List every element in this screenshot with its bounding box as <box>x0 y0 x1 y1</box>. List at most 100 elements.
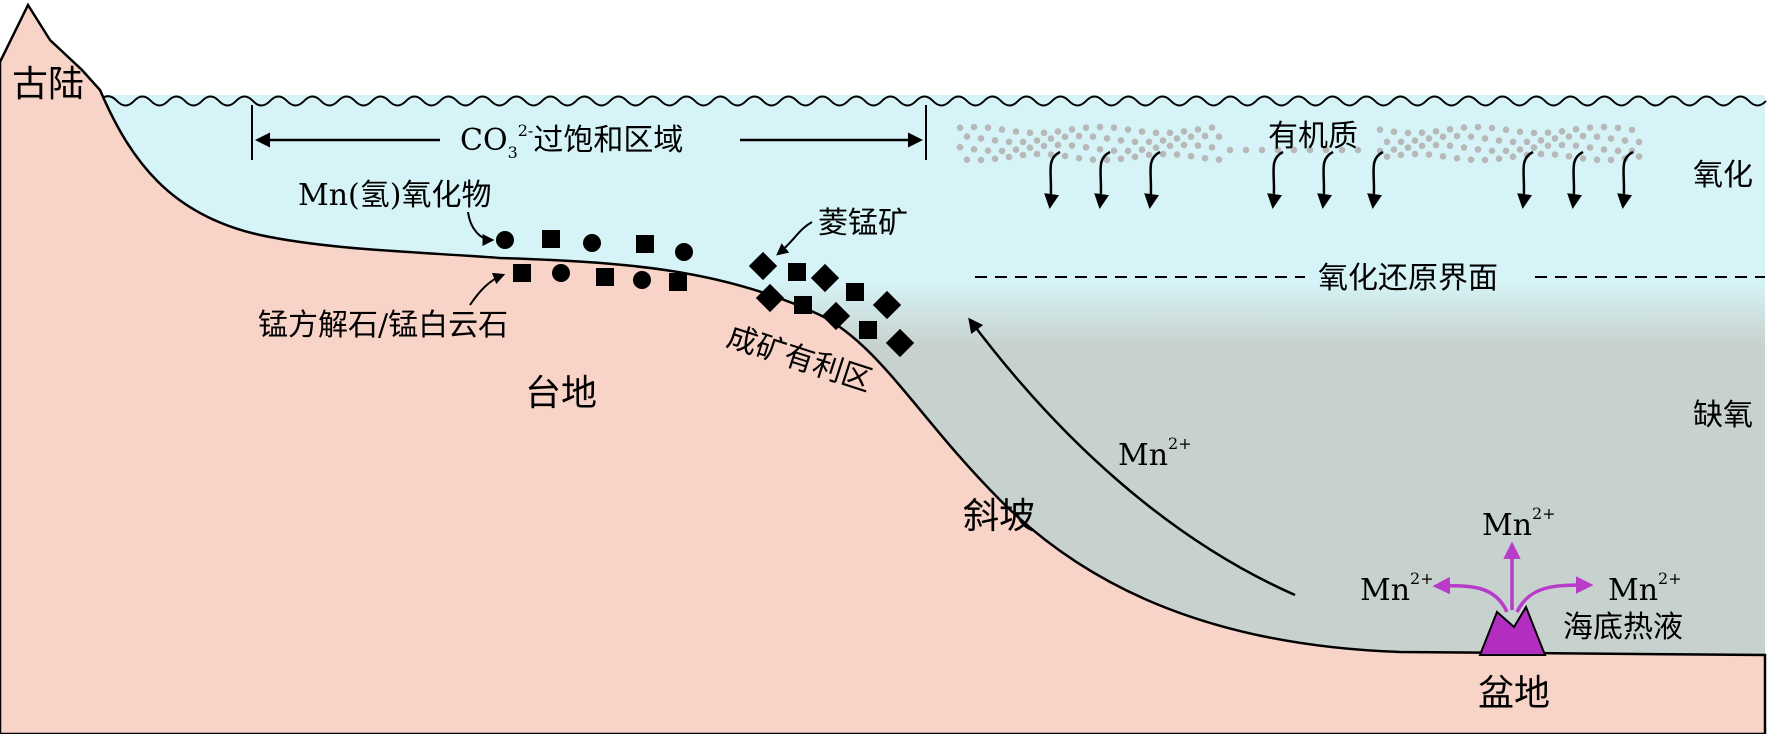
organic-particle <box>1530 129 1538 137</box>
organic-matter-label: 有机质 <box>1268 119 1358 154</box>
organic-particle <box>1523 138 1531 146</box>
organic-particle <box>1096 123 1104 131</box>
sinking-arrow <box>1317 150 1334 209</box>
organic-particle <box>977 156 985 164</box>
ancient-land-label: 古陆 <box>12 64 84 105</box>
organic-particle <box>1418 142 1426 150</box>
sinking-arrow <box>1044 150 1061 209</box>
organic-particle <box>1159 137 1167 144</box>
organic-particle <box>1411 150 1419 158</box>
organic-particle <box>1166 129 1174 137</box>
organic-particle <box>1614 124 1622 132</box>
organic-particle <box>956 124 964 131</box>
organic-particle <box>1425 151 1433 158</box>
organic-particle <box>991 137 999 144</box>
organic-particle <box>1290 146 1298 154</box>
organic-particle <box>1110 124 1118 131</box>
organic-particle <box>1621 137 1629 144</box>
organic-particle <box>1138 146 1146 153</box>
organic-particle <box>1551 151 1559 158</box>
organic-particle <box>1061 152 1069 160</box>
mn-oxide-marker <box>496 231 514 249</box>
organic-particle <box>1180 128 1188 135</box>
organic-particle <box>1131 138 1139 146</box>
organic-particle <box>956 143 964 151</box>
anoxic-label: 缺氧 <box>1693 398 1753 433</box>
organic-particle <box>1376 126 1384 133</box>
organic-particle <box>1026 144 1034 151</box>
organic-particle <box>1103 135 1111 142</box>
organic-particle <box>1005 153 1013 161</box>
carbonate-leader <box>469 272 506 306</box>
organic-particle <box>1614 147 1622 155</box>
organic-particle <box>1208 124 1216 131</box>
organic-particle <box>1019 138 1027 146</box>
organic-particle <box>963 133 971 140</box>
mn-oxide-label: Mn(氢)氧化物 <box>298 178 491 213</box>
organic-particle <box>1383 138 1391 146</box>
organic-particle <box>1495 137 1503 144</box>
organic-particle <box>1138 128 1146 135</box>
organic-particle <box>1509 138 1517 146</box>
organic-particle <box>1040 142 1048 150</box>
organic-particle <box>1432 128 1440 135</box>
organic-particle <box>1460 144 1468 151</box>
organic-particle <box>1159 150 1167 158</box>
mn-oxide-marker <box>583 234 601 252</box>
organic-particle <box>1145 138 1153 146</box>
organic-particle <box>1565 133 1573 140</box>
organic-particle <box>1439 153 1447 160</box>
organic-particle <box>1068 142 1076 149</box>
mn-oxide-leader <box>467 211 495 246</box>
organic-particle <box>1005 138 1013 146</box>
sinking-arrow <box>1517 150 1534 209</box>
organic-particle <box>1579 132 1587 140</box>
organic-particle <box>1187 133 1195 140</box>
organic-particle <box>1425 135 1433 142</box>
organic-particle <box>1117 137 1125 144</box>
organic-particle <box>1390 128 1398 135</box>
organic-particle <box>1226 146 1234 154</box>
organic-particle <box>991 155 999 163</box>
rhodochrosite-label: 菱锰矿 <box>818 206 908 241</box>
co3-zone-label: CO32-过饱和区域 <box>460 121 683 162</box>
organic-particle <box>984 147 992 154</box>
mn-upwelling-label: Mn2+ <box>1118 434 1192 473</box>
organic-particle <box>1544 129 1552 136</box>
organic-particle <box>998 147 1006 155</box>
organic-particle <box>1558 141 1566 149</box>
organic-particle <box>1495 155 1503 162</box>
organic-particle <box>1187 152 1195 160</box>
sinking-arrow <box>1367 150 1384 209</box>
organic-particle <box>1572 142 1580 149</box>
sinking-arrow <box>1617 150 1634 209</box>
organic-particle <box>1572 125 1580 133</box>
organic-particle <box>1404 144 1412 151</box>
organic-particle <box>1635 153 1643 160</box>
co3-zone-indicator: CO32-过饱和区域 <box>251 105 927 162</box>
vent-mn-top-label: Mn2+ <box>1482 504 1556 543</box>
organic-particle <box>1201 132 1209 140</box>
organic-particle <box>984 124 992 131</box>
organic-particle <box>1215 133 1223 140</box>
organic-particle <box>1397 151 1405 159</box>
organic-particle <box>1131 153 1139 161</box>
organic-particle <box>1012 146 1020 153</box>
organic-particle <box>1124 126 1132 133</box>
organic-particle <box>1404 129 1412 137</box>
organic-particle <box>1019 151 1027 159</box>
organic-particle <box>1215 156 1223 163</box>
organic-particle <box>1054 141 1062 149</box>
organic-particle <box>1124 147 1132 155</box>
organic-particle <box>998 126 1006 133</box>
organic-particle <box>970 146 978 153</box>
organic-particle <box>1516 146 1524 153</box>
organic-particle <box>1306 146 1314 154</box>
organic-particle <box>1033 150 1041 158</box>
organic-particle <box>977 135 985 142</box>
organic-particle <box>1068 126 1076 133</box>
organic-particle <box>1152 129 1160 137</box>
organic-particle <box>1432 141 1440 149</box>
slope-label: 斜坡 <box>963 496 1035 537</box>
basin-label: 盆地 <box>1478 673 1550 714</box>
